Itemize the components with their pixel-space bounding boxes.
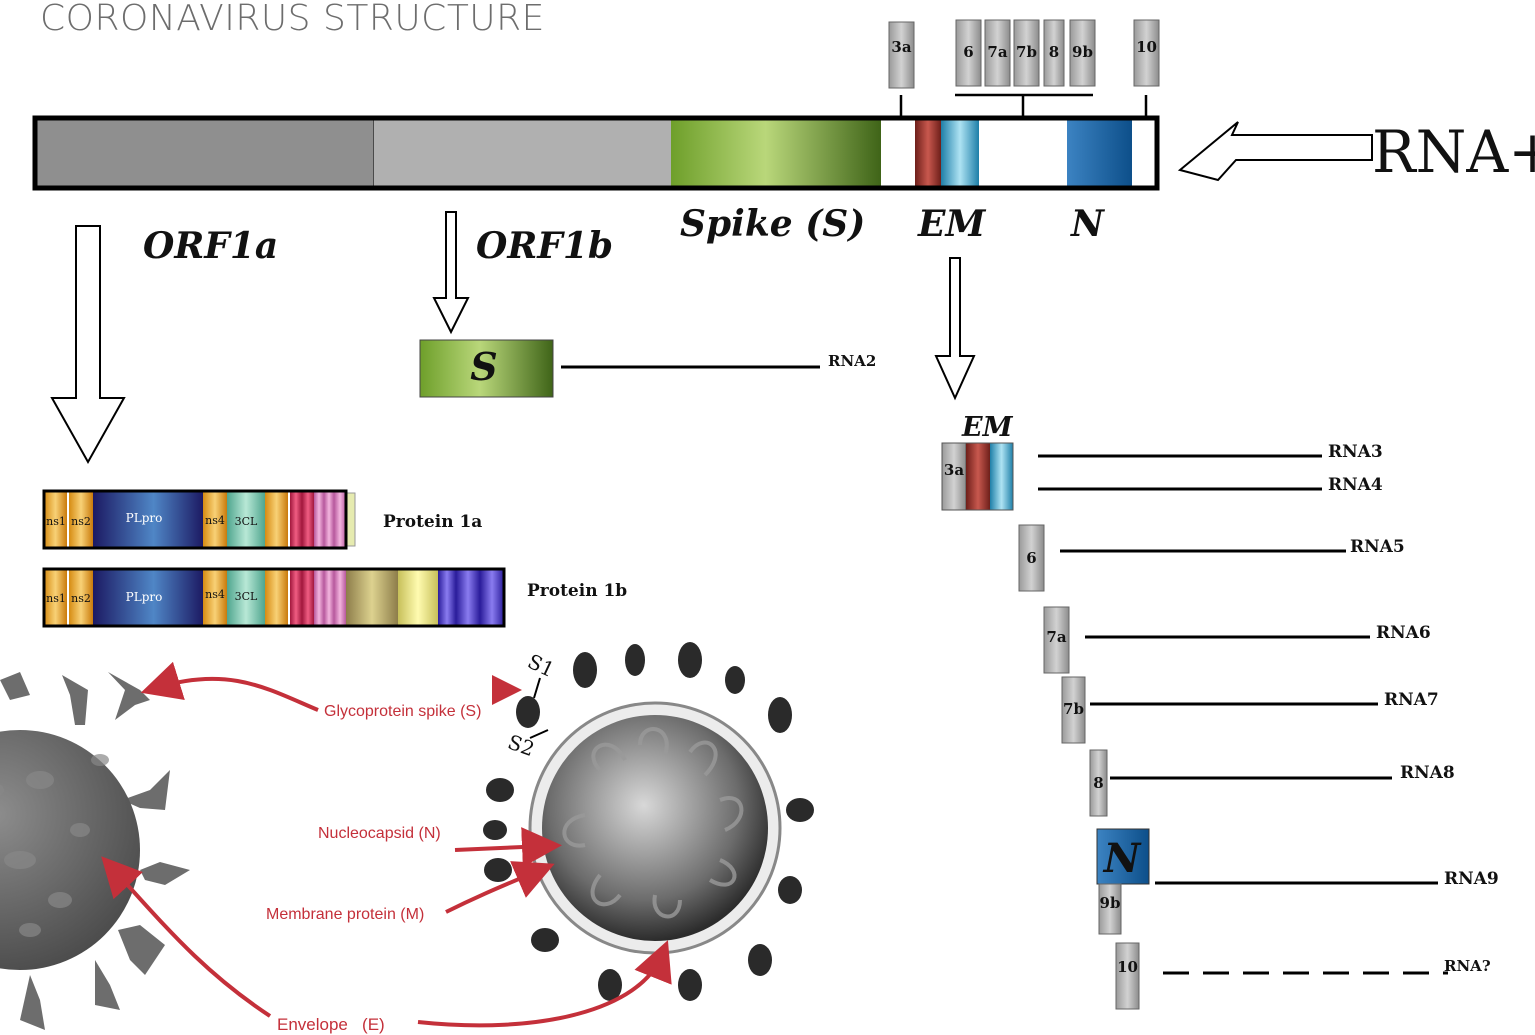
nucleocapsid-segment [1067,120,1132,186]
orf-label: 7a [987,43,1007,61]
callout-envelope: Envelope (E) [277,1015,385,1034]
n-protein-box [1096,828,1150,885]
orf1b-label: ORF1b [476,225,613,267]
rna-plus-arrow-icon [1177,121,1373,182]
em-group-label: EM [961,412,1014,443]
orf-label: 10 [1117,958,1138,976]
protein-1a: ns1 ns2 PLpro ns4 3CL [42,489,356,550]
accessory-orfs: 3a 6 7a 7b 8 9b 10 [888,19,1160,118]
orf1a-segment [37,120,374,186]
rna-plus-label: RNA+ [1372,118,1535,186]
genome-bar [32,115,1160,191]
orf-label: 9b [1100,894,1121,912]
down-arrow-icon [50,225,126,465]
s-protein-box [419,339,554,398]
orf-label: 8 [1049,43,1059,61]
rna4-label: RNA4 [1328,475,1383,495]
domain-label: ns2 [71,592,91,605]
n-label: N [1070,203,1106,245]
orf-label: 7b [1016,43,1037,61]
s2-label: S2 [505,730,538,762]
s-box-label: S [470,344,497,389]
domain-label: ns1 [46,515,66,528]
domain-label: 3CL [235,515,258,528]
n-box-label: N [1102,835,1142,882]
callout-glycoprotein-spike: Glycoprotein spike (S) [324,703,481,720]
orf-label: 6 [963,43,973,61]
orf-label: 7a [1046,628,1066,646]
orf-label: 10 [1136,38,1157,56]
orf-label: 6 [1026,549,1036,567]
domain-label: ns1 [46,592,66,605]
virion-cross-section [483,642,814,1001]
envelope-segment [941,120,979,186]
virion-callouts [101,661,672,1028]
s1-label: S1 [524,649,558,682]
domain-label: PLpro [126,590,163,604]
em-label: EM [917,203,986,245]
rna-label: RNA7 [1384,690,1439,710]
protein-1a-label: Protein 1a [383,512,482,532]
down-arrow-icon [432,211,470,335]
page-title: CORONAVIRUS STRUCTURE [40,0,545,39]
domain-label: PLpro [126,511,163,525]
rna3-label: RNA3 [1328,442,1383,462]
down-arrow-icon [934,257,976,401]
domain-label: ns2 [71,515,91,528]
orf-label: 9b [1072,43,1093,61]
rna2-label: RNA2 [828,352,876,370]
rna-label: RNA8 [1400,763,1455,783]
virus-illustration-left [0,672,190,1030]
spike-segment [671,120,881,186]
spike-label: Spike (S) [680,203,865,245]
domain-label: 3CL [235,590,258,603]
rna9-label: RNA9 [1444,869,1499,889]
orf1b-segment [374,120,671,186]
rna-unknown-label: RNA? [1444,957,1491,975]
orf-label: 3a [891,38,911,56]
rna-label: RNA5 [1350,537,1405,557]
protein-1b-label: Protein 1b [527,581,627,601]
protein-1b: ns1 ns2 PLpro ns4 3CL [42,567,506,628]
subgenomic-rnas: 6 RNA5 7a RNA6 7b RNA7 8 RNA8 [1018,524,1455,817]
domain-label: ns4 [205,514,225,527]
domain-label: ns4 [205,588,225,601]
orf-label: 7b [1063,700,1084,718]
callout-nucleocapsid: Nucleocapsid (N) [318,825,441,842]
callout-membrane-protein: Membrane protein (M) [266,906,424,923]
orf-label: 3a [944,461,964,479]
orf-label: 8 [1093,774,1103,792]
membrane-segment [915,120,941,186]
orf1a-label: ORF1a [143,225,278,267]
rna-label: RNA6 [1376,623,1431,643]
